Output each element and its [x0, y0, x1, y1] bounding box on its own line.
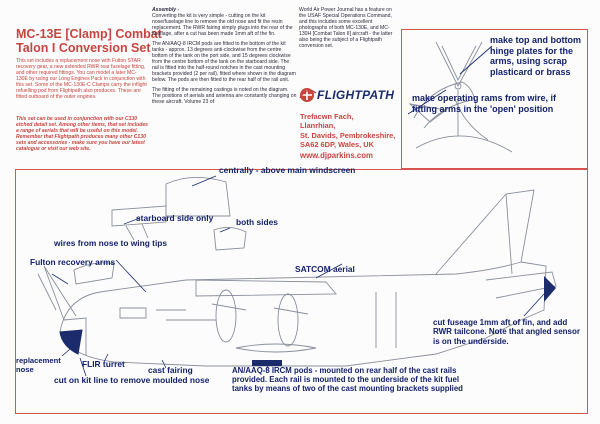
- aircraft-diagram-frame: centrally - above main windscreen starbo…: [15, 165, 588, 414]
- label-both-sides: both sides: [236, 217, 278, 227]
- assembly-para-2: The AN/AAQ-8 IRCM pods are fitted to the…: [152, 41, 296, 83]
- hinge-arm-sketch: [407, 41, 513, 153]
- label-cast-fairing: cast fairing: [148, 365, 193, 375]
- hinge-detail-box: make top and bottom hinge plates for the…: [401, 29, 588, 169]
- assembly-heading: Assembly -: [152, 7, 180, 13]
- assembly-para-3: The fitting of the remaining castings is…: [152, 87, 297, 105]
- assembly-text: Assembly - Converting the kit is very si…: [152, 7, 297, 105]
- mc130e-side-view: [37, 175, 557, 377]
- journal-reference: World Air Power Journal has a feature on…: [299, 7, 393, 49]
- label-flir: FLIR turret: [82, 359, 125, 369]
- address-line-4: SA62 6DP, Wales, UK: [300, 139, 374, 149]
- operating-ram-instruction: make operating rams from wire, if fittin…: [412, 93, 557, 114]
- set-note: This set can be used in conjunction with…: [16, 116, 148, 152]
- flightpath-logo: FLIGHTPATH: [297, 84, 407, 106]
- label-centrally: centrally - above main windscreen: [219, 165, 356, 175]
- address-line-2: Llanrhian,: [300, 121, 336, 131]
- label-fulton-arms: Fulton recovery arms: [30, 257, 116, 267]
- rwr-tailcone-shape: [544, 276, 556, 302]
- assembly-para-1: Converting the kit is very simple - cutt…: [152, 13, 293, 37]
- label-ircm-pods: AN/AAQ-8 IRCM pods - mounted on rear hal…: [232, 366, 463, 394]
- address-line-3: St. Davids, Pembrokeshire,: [300, 130, 396, 140]
- label-satcom: SATCOM aerial: [295, 264, 355, 274]
- address-line-1: Trefacwn Fach,: [300, 112, 354, 121]
- replacement-nose-shape: [59, 329, 83, 355]
- hinge-plate-instruction: make top and bottom hinge plates for the…: [490, 35, 582, 77]
- flightpath-emblem-icon: [299, 88, 317, 102]
- label-cut-kit-line: cut on kit line to remove moulded nose: [54, 375, 210, 385]
- ircm-pod-shape: [252, 360, 282, 366]
- label-replacement-nose: replacement nose: [16, 356, 61, 374]
- address-block: Trefacwn Fach, Llanrhian, St. Davids, Pe…: [300, 112, 410, 161]
- label-cut-fuselage: cut fuseage 1mm aft of fin, and add RWR …: [433, 318, 580, 346]
- website-link[interactable]: www.djparkins.com: [300, 151, 373, 160]
- label-wires: wires from nose to wing tips: [54, 238, 168, 248]
- label-starboard-only: starboard side only: [136, 213, 214, 223]
- sheet-title: MC-13E [Clamp] Combat Talon I Conversion…: [16, 27, 162, 56]
- brand-name: FLIGHTPATH: [317, 88, 395, 102]
- set-description: This set includes a replacement nose wit…: [16, 58, 147, 100]
